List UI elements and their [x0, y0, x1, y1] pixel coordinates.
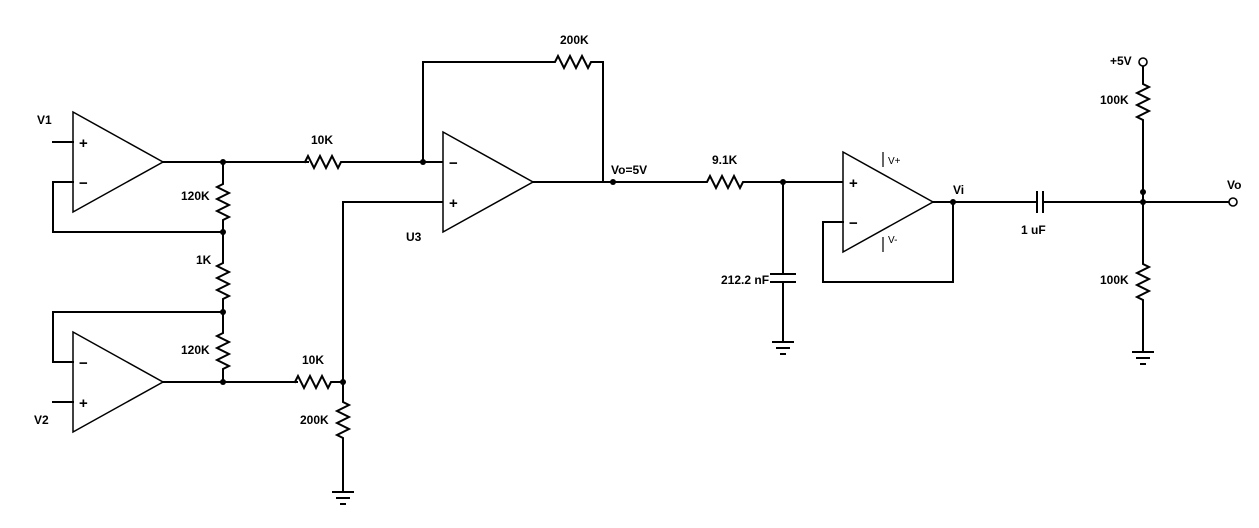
feedback-resistor: [422, 53, 604, 183]
u3-minus-sign: −: [449, 155, 458, 172]
bias-resistor-top-label: 100K: [1100, 93, 1129, 107]
follower-plus-sign: +: [849, 175, 858, 192]
gain-resistor-bottom-label: 120K: [181, 343, 210, 357]
input-buffer-2: − +: [72, 330, 165, 434]
supply-label: +5V: [1110, 54, 1132, 68]
v2-label: V2: [34, 413, 49, 427]
input-resistor-bottom: [293, 373, 344, 391]
supply-terminal: [1138, 57, 1148, 67]
input-resistor-bottom-label: 10K: [302, 353, 324, 367]
filter-capacitor-label: 212.2 nF: [721, 273, 769, 287]
gain-resistor-top-label: 120K: [181, 189, 210, 203]
opamp2-minus-sign: −: [79, 355, 88, 372]
follower-vplus-pin: V+: [888, 156, 901, 167]
vi-label: Vi: [953, 183, 964, 197]
voltage-follower: + − V+ V-: [842, 150, 935, 254]
coupling-capacitor-label: 1 uF: [1021, 223, 1046, 237]
opamp2-feedback-wire: [52, 311, 224, 363]
coupling-capacitor: [932, 191, 1230, 213]
vo-label: Vo: [1227, 178, 1241, 192]
gain-resistor-chain: [214, 161, 232, 383]
follower-feedback-wire: [822, 201, 954, 283]
input-buffer-1: + −: [72, 110, 165, 214]
ground-symbol-u3: [332, 491, 354, 505]
bias-resistor-bottom-label: 100K: [1100, 273, 1129, 287]
vo-stage-label: Vo=5V: [611, 163, 647, 177]
u3-label: U3: [406, 230, 422, 244]
feedback-resistor-label: 200K: [560, 33, 589, 47]
ground-resistor-label: 200K: [300, 413, 329, 427]
output-terminal: [1228, 197, 1238, 207]
input-resistor-top-label: 10K: [311, 133, 333, 147]
ground-symbol-filter: [772, 341, 794, 355]
opamp1-minus-sign: −: [79, 175, 88, 192]
v1-label: V1: [37, 113, 52, 127]
opamp1-plus-sign: +: [79, 135, 88, 152]
ground-resistor: [334, 201, 444, 493]
filter-resistor: [532, 173, 844, 191]
bias-resistor-network: [1134, 65, 1152, 353]
difference-amplifier-u3: − +: [442, 130, 535, 234]
filter-capacitor: [770, 181, 796, 343]
opamp1-feedback-wire: [52, 181, 224, 233]
follower-minus-sign: −: [849, 215, 858, 232]
junction-dots: [220, 159, 1146, 385]
input-resistor-top: [303, 153, 444, 171]
opamp2-plus-sign: +: [79, 395, 88, 412]
follower-vminus-pin: V-: [888, 235, 897, 246]
u3-plus-sign: +: [449, 195, 458, 212]
gain-resistor-mid-label: 1K: [196, 253, 212, 267]
filter-resistor-label: 9.1K: [712, 153, 738, 167]
ground-symbol-bias: [1132, 351, 1154, 365]
